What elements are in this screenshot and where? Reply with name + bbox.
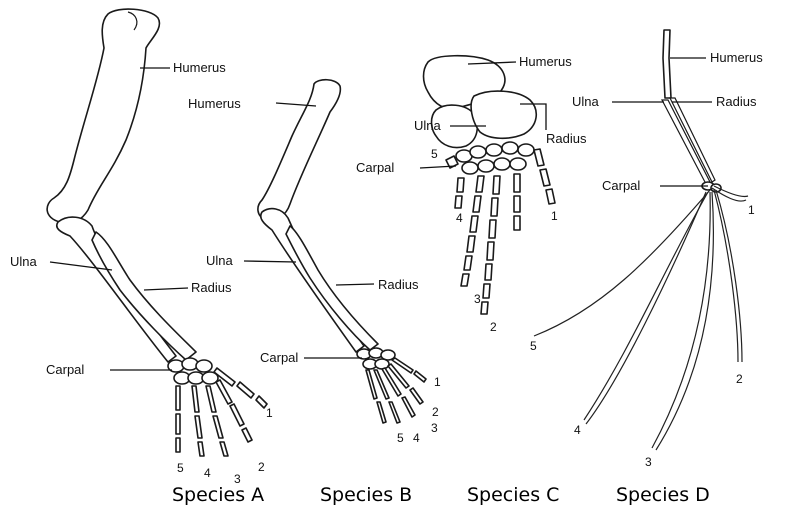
species-c-digit-4: 4 [456,211,463,225]
species-c-humerus-label: Humerus [519,54,572,69]
species-b-digit-5: 5 [397,431,404,445]
species-a-humerus-bone [47,9,159,223]
species-a-caption: Species A [172,484,264,506]
species-c-carpal-label: Carpal [356,160,394,175]
species-d-carpal-label: Carpal [602,178,640,193]
species-b-digit-4: 4 [413,431,420,445]
species-c-limb [424,56,556,314]
species-a-digit-2: 2 [258,460,265,474]
species-a-digit-4: 4 [204,466,211,480]
species-a-humerus-label: Humerus [173,60,226,75]
species-d-digit-3: 3 [645,455,652,469]
species-c-finger-bones [446,149,555,314]
species-d-caption: Species D [616,484,710,506]
species-d-digit-2: 2 [736,372,743,386]
species-b-humerus-label: Humerus [188,96,241,111]
species-b-digit-3: 3 [431,421,438,435]
species-d-digit-5: 5 [530,339,537,353]
species-a-digit-5: 5 [177,461,184,475]
species-c-carpal-bones [456,142,534,174]
species-c-ulna-label: Ulna [414,118,442,133]
species-d-carpal-bones [702,182,721,192]
species-d-ulna-bone [662,100,710,184]
species-c-digit-3: 3 [474,292,481,306]
species-c-radius-bone [471,91,536,138]
species-a-carpal-label: Carpal [46,362,84,377]
species-d-humerus-label: Humerus [710,50,763,65]
species-d-digit-1: 1 [748,203,755,217]
species-d-limb [534,30,748,450]
species-d-digit-4: 4 [574,423,581,437]
species-b-digit-1: 1 [434,375,441,389]
species-a-carpal-bones [168,358,218,384]
species-b-limb [258,80,426,423]
species-b-caption: Species B [320,484,412,506]
species-a-radius-label: Radius [191,280,232,295]
species-c-digit-5: 5 [431,147,438,161]
species-d-humerus-bone [663,30,671,98]
species-b-digit-2: 2 [432,405,439,419]
species-d-wing-digits [534,186,748,450]
species-c-digit-2: 2 [490,320,497,334]
species-b-radius-label: Radius [378,277,419,292]
species-a-ulna-label: Ulna [10,254,38,269]
species-c-caption: Species C [467,484,559,506]
species-c-radius-label: Radius [546,131,587,146]
species-c-digit-1: 1 [551,209,558,223]
species-b-humerus-bone [258,80,340,221]
species-d-radius-bone [670,98,715,182]
species-a-radius-bone [92,232,196,360]
species-b-ulna-label: Ulna [206,253,234,268]
species-a-limb [47,9,267,456]
species-b-carpal-label: Carpal [260,350,298,365]
species-d-ulna-label: Ulna [572,94,600,109]
species-b-radius-bone [286,226,378,350]
species-d-radius-label: Radius [716,94,757,109]
species-a-digit-1: 1 [266,406,273,420]
